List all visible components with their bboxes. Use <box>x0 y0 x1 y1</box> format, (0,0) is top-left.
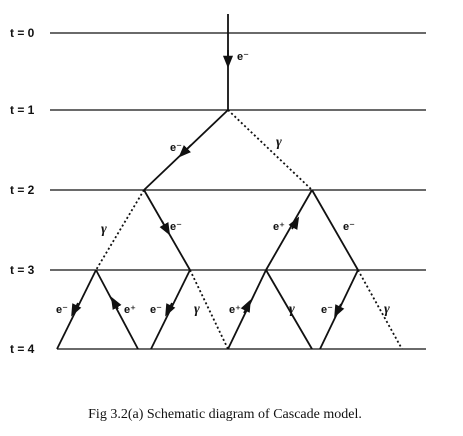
label-positron-3d: e⁺ <box>229 304 241 316</box>
electron-tracks <box>56 14 359 350</box>
label-electron-1: e⁻ <box>170 142 182 154</box>
electron-track-3e <box>265 269 313 350</box>
arrow-2b <box>288 216 300 230</box>
photon-track-3a <box>189 269 229 350</box>
label-electron-3f: e⁻ <box>321 304 333 316</box>
photon-track-3b <box>357 269 403 350</box>
label-electron-incoming: e⁻ <box>237 51 249 63</box>
arrow-3a <box>71 302 82 317</box>
photon-track-1 <box>227 109 313 191</box>
label-photon-2: γ <box>101 222 107 237</box>
arrow-1 <box>178 144 192 158</box>
time-labels: t = 0 t = 1 t = 2 t = 3 t = 4 <box>10 26 35 356</box>
arrow-3d <box>240 299 251 314</box>
photon-track-2 <box>95 189 145 271</box>
time-label-3: t = 3 <box>10 263 35 277</box>
arrow-3f <box>334 303 345 318</box>
label-electron-2c: e⁻ <box>343 221 355 233</box>
label-photon-3a: γ <box>194 302 200 317</box>
time-label-4: t = 4 <box>10 342 35 356</box>
label-electron-2a: e⁻ <box>170 221 182 233</box>
label-photon-3e: γ <box>289 302 295 317</box>
figure-caption: Fig 3.2(a) Schematic diagram of Cascade … <box>88 407 362 422</box>
time-label-2: t = 2 <box>10 183 35 197</box>
label-electron-3a: e⁻ <box>56 304 68 316</box>
label-positron-3b: e⁺ <box>124 304 136 316</box>
time-lines <box>50 32 426 350</box>
time-label-0: t = 0 <box>10 26 35 40</box>
arrow-3b <box>110 296 122 310</box>
arrow-2a <box>159 220 171 236</box>
arrow-3c <box>165 302 176 317</box>
label-photon-3b: γ <box>384 302 390 317</box>
label-positron-2b: e⁺ <box>273 221 285 233</box>
label-electron-3c: e⁻ <box>150 304 162 316</box>
electron-track-2c <box>311 189 359 271</box>
photon-tracks <box>95 109 403 350</box>
time-label-1: t = 1 <box>10 103 35 117</box>
positron-track-2b <box>265 189 313 271</box>
particle-labels: e⁻ e⁻ γ γ e⁻ e⁺ e⁻ e⁻ e⁺ e⁻ γ e⁺ γ e⁻ γ <box>56 51 390 317</box>
label-photon-1: γ <box>276 135 282 150</box>
